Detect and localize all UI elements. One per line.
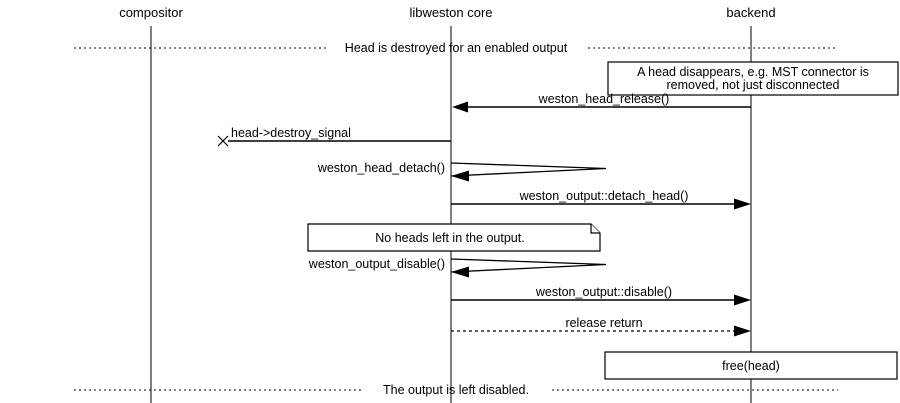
note-head-disappears: A head disappears, e.g. MST connector is… xyxy=(607,61,899,96)
note-free-head: free(head) xyxy=(604,351,898,380)
divider-head-destroyed: Head is destroyed for an enabled output xyxy=(74,41,838,55)
message-weston-output-disable-self[interactable]: weston_output_disable() xyxy=(308,257,607,278)
lifeline-compositor[interactable]: compositor xyxy=(119,5,183,403)
message-loop-weston-head-detach xyxy=(450,162,607,177)
message-weston-output-detach-head[interactable]: weston_output::detach_head() xyxy=(451,189,751,210)
lifeline-label-backend: backend xyxy=(726,5,775,20)
lost-message-x-icon xyxy=(217,135,229,147)
divider-label-bottom: The output is left disabled. xyxy=(383,383,529,397)
message-label-weston-output-disable: weston_output::disable() xyxy=(535,285,672,299)
lifelines-group: compositor libweston core backend xyxy=(119,5,776,403)
lifeline-libweston-core[interactable]: libweston core xyxy=(409,5,493,403)
note-no-heads-left: No heads left in the output. xyxy=(307,223,601,252)
arrowhead-left-weston-head-detach xyxy=(451,170,469,182)
message-weston-head-detach[interactable]: weston_head_detach() xyxy=(317,161,607,182)
message-label-release-return: release return xyxy=(565,316,642,330)
message-loop-weston-output-disable xyxy=(450,258,607,273)
arrowhead-right-weston-output-disable xyxy=(734,294,751,306)
message-label-weston-output-disable-self: weston_output_disable() xyxy=(308,257,445,271)
note-head-disappears-line-1: A head disappears, e.g. MST connector is xyxy=(637,65,869,79)
message-weston-head-release[interactable]: weston_head_release() xyxy=(452,92,751,113)
message-label-head-destroy-signal: head->destroy_signal xyxy=(231,126,351,140)
message-release-return[interactable]: release return xyxy=(451,316,751,337)
note-no-heads-left-line-1: No heads left in the output. xyxy=(375,231,524,245)
arrowhead-right-weston-output-detach-head xyxy=(734,198,751,210)
note-free-head-line-1: free(head) xyxy=(722,359,780,373)
message-label-weston-head-release: weston_head_release() xyxy=(538,92,670,106)
note-head-disappears-box xyxy=(607,61,899,96)
message-weston-output-disable[interactable]: weston_output::disable() xyxy=(451,285,751,306)
note-head-disappears-line-2: removed, not just disconnected xyxy=(666,78,839,92)
note-no-heads-left-fold xyxy=(590,224,600,234)
arrowhead-left-weston-output-disable-self xyxy=(451,266,469,278)
note-free-head-box xyxy=(604,351,898,380)
message-label-weston-output-detach-head: weston_output::detach_head() xyxy=(519,189,689,203)
message-head-destroy-signal[interactable]: head->destroy_signal xyxy=(217,126,451,147)
arrowhead-left-weston-head-release xyxy=(452,101,468,113)
note-no-heads-left-box xyxy=(307,223,601,252)
divider-label-top: Head is destroyed for an enabled output xyxy=(345,41,568,55)
divider-output-left-disabled: The output is left disabled. xyxy=(74,383,838,397)
lifeline-label-compositor: compositor xyxy=(119,5,183,20)
lifeline-label-libweston-core: libweston core xyxy=(409,5,492,20)
message-label-weston-head-detach: weston_head_detach() xyxy=(317,161,445,175)
arrowhead-right-release-return xyxy=(734,325,751,337)
